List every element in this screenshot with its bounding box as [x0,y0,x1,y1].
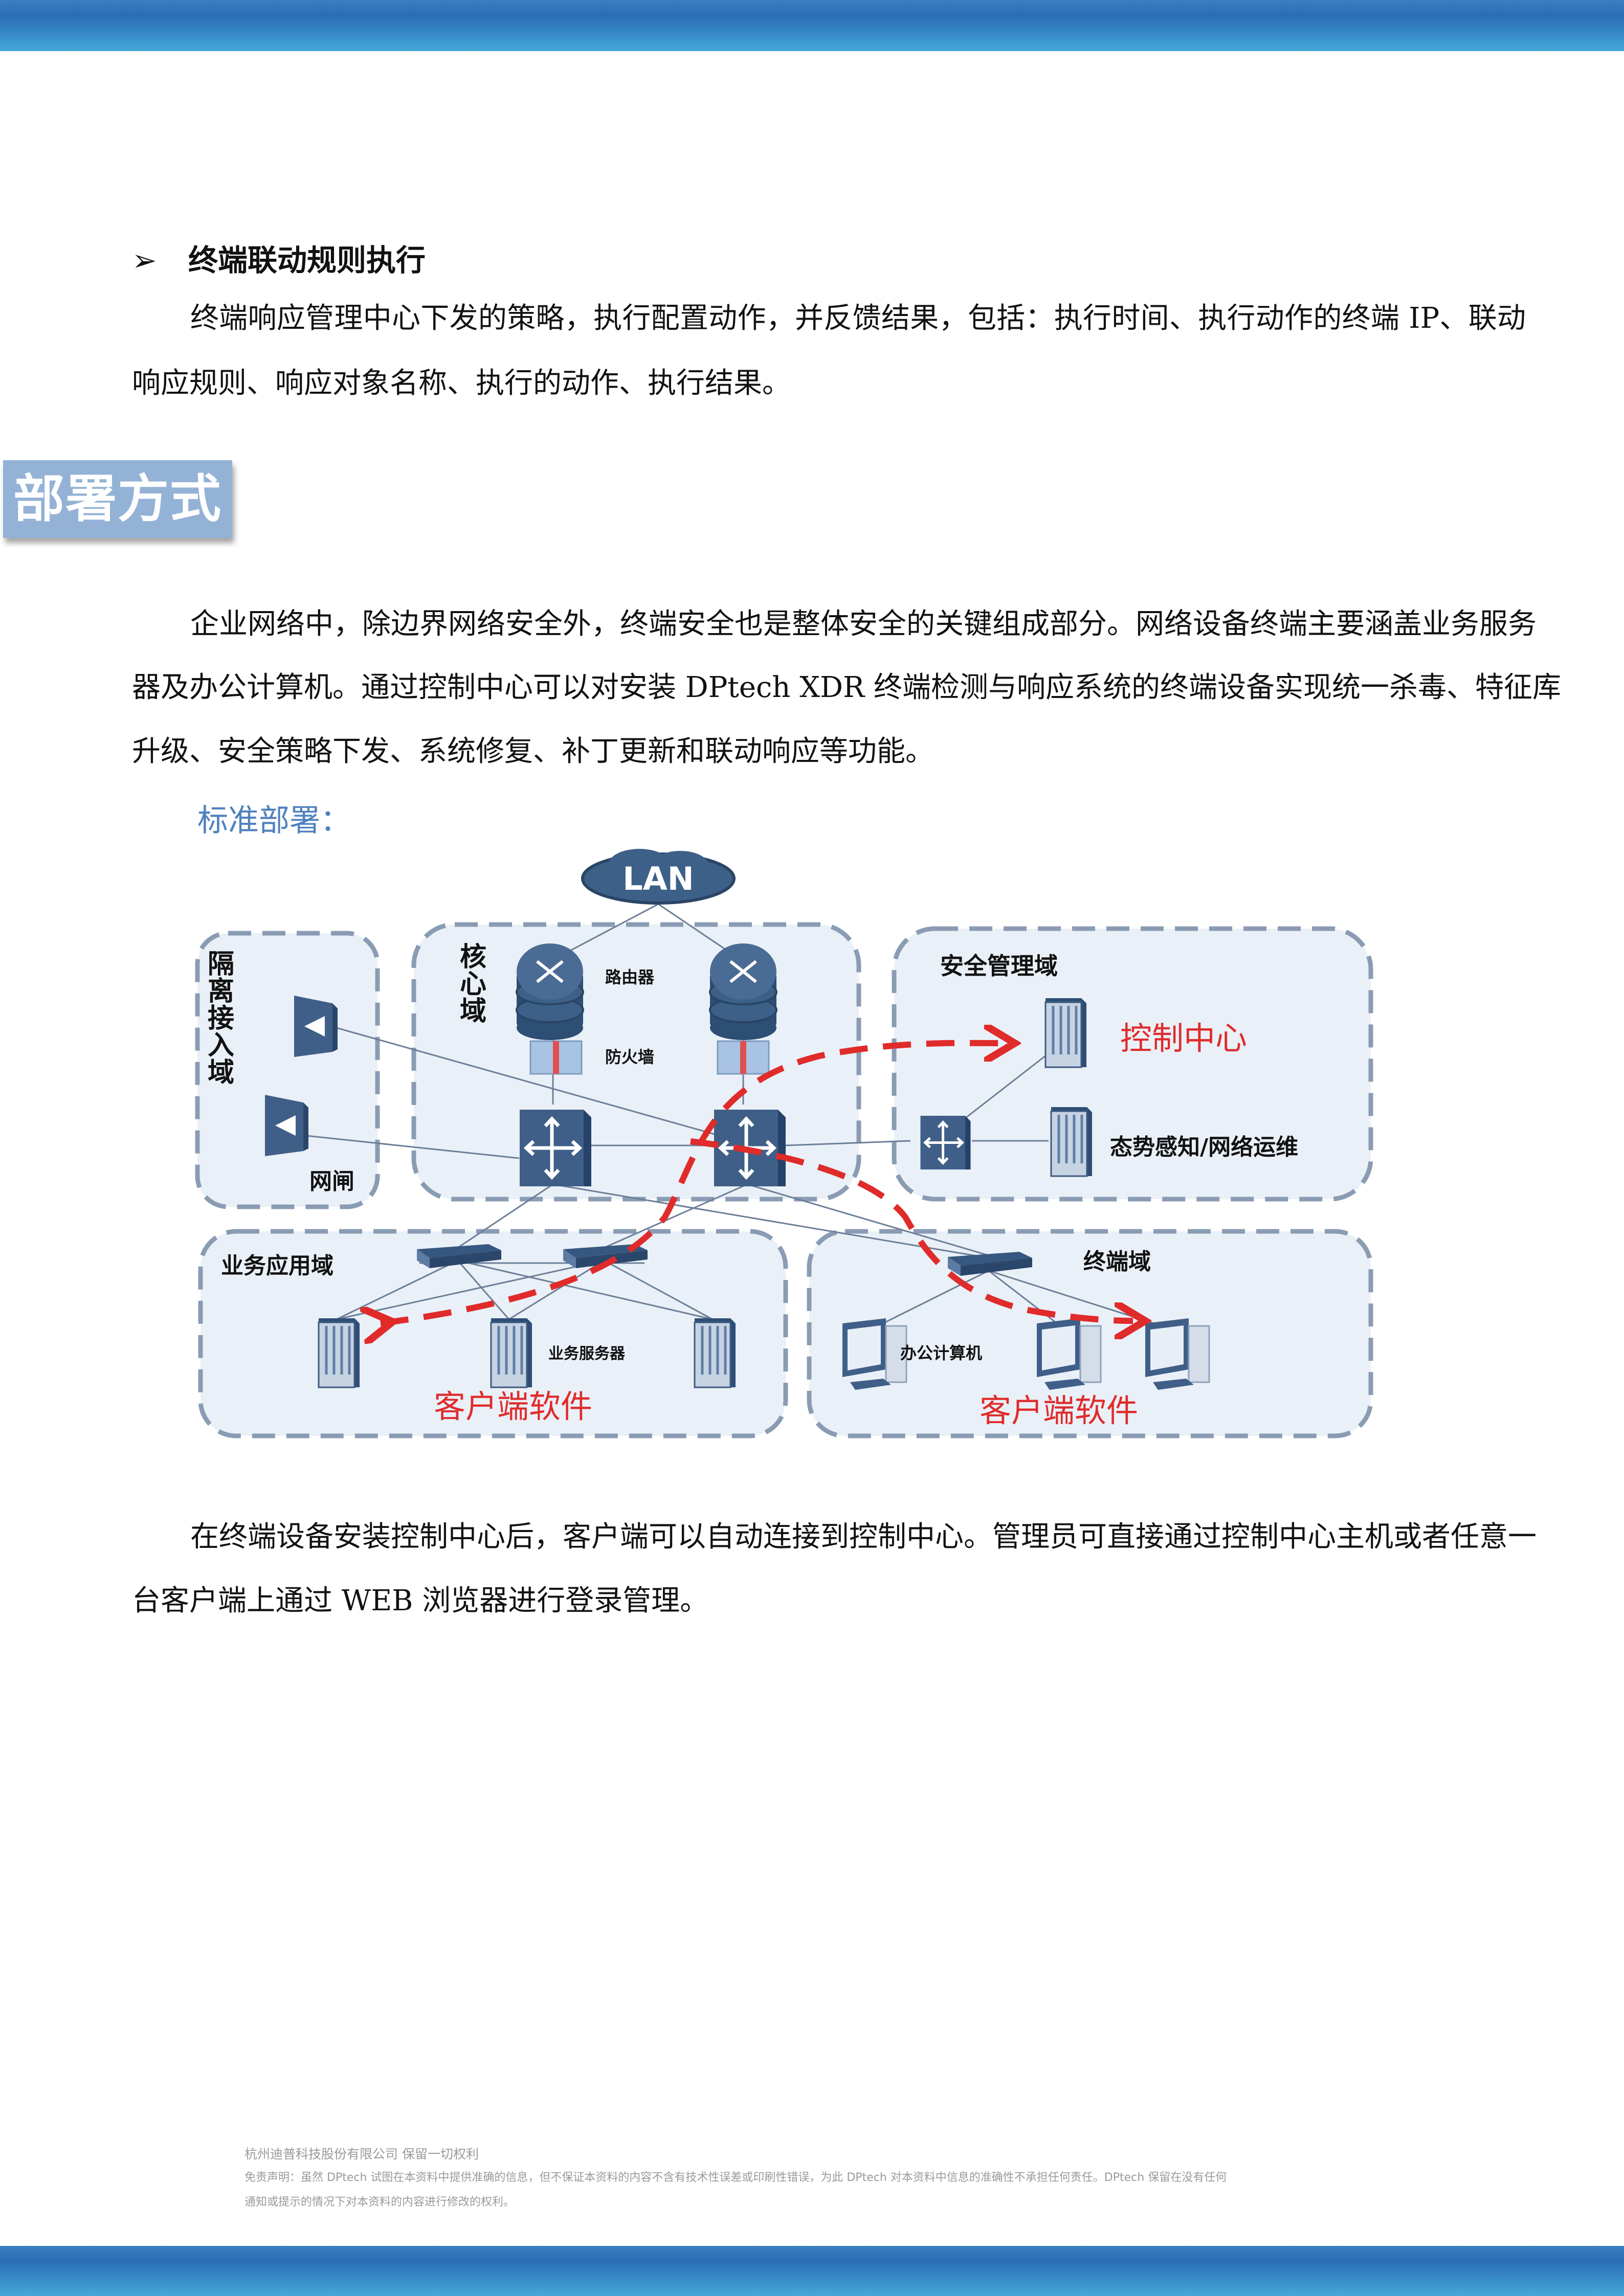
paragraph-line: 器及办公计算机。通过控制中心可以对安装 DPtech XDR 终端检测与响应系统… [132,671,1561,704]
gate-icon [294,996,338,1057]
section-title: 部署方式 [3,460,232,538]
router-icon [517,943,583,1040]
office-pc-label: 办公计算机 [900,1343,982,1363]
switch-icon [921,1116,971,1169]
paragraph-line: 企业网络中，除边界网络安全外，终端安全也是整体安全的关键组成部分。网络设备终端主… [190,607,1537,641]
router-icon [710,943,776,1040]
flow-arrow [381,1043,1003,1323]
firewall-icon [717,1040,770,1075]
gate-icon [265,1095,308,1156]
bullet-heading: ➢ 终端联动规则执行 [132,236,426,279]
business-server-label: 业务服务器 [548,1345,626,1363]
footer-copyright: 杭州迪普科技股份有限公司 保留一切权利 [244,2147,479,2162]
business-domain-label: 业务应用域 [221,1253,333,1279]
client-software-label: 客户端软件 [980,1392,1138,1429]
lan-label: LAN [622,860,694,897]
client-software-label: 客户端软件 [434,1388,592,1425]
isolation-domain-label: 隔离接入域 [207,949,234,1088]
security-domain-label: 安全管理域 [940,952,1058,980]
footer-bar [0,2246,1624,2296]
paragraph-line: 在终端设备安装控制中心后，客户端可以自动连接到控制中心。管理员可直接通过控制中心… [190,1520,1537,1554]
gate-label: 网闸 [309,1168,354,1195]
paragraph-line: 升级、安全策略下发、系统修复、补丁更新和联动响应等功能。 [132,735,934,768]
firewall-icon [529,1040,583,1075]
control-center-label: 控制中心 [1120,1020,1247,1057]
subheading: 标准部署： [197,803,351,839]
paragraph-line: 响应规则、响应对象名称、执行的动作、执行结果。 [132,367,791,400]
server-icon [319,1318,360,1387]
lan-cloud-icon: LAN [581,849,736,905]
arrow-bullet-icon: ➢ [132,243,157,278]
server-icon [491,1318,532,1387]
header-bar [0,0,1624,51]
paragraph-line: 台客户端上通过 WEB 浏览器进行登录管理。 [132,1584,709,1617]
firewall-label: 防火墙 [605,1047,654,1067]
core-switch-icon [520,1110,591,1186]
footer-disclaimer: 通知或提示的情况下对本资料的内容进行修改的权利。 [244,2196,515,2209]
core-domain-label: 核心域 [459,942,486,1027]
footer-disclaimer: 免责声明：虽然 DPtech 试图在本资料中提供准确的信息，但不保证本资料的内容… [244,2171,1227,2184]
server-icon [1051,1107,1092,1176]
ops-label: 态势感知/网络运维 [1110,1134,1298,1160]
paragraph-line: 终端响应管理中心下发的策略，执行配置动作，并反馈结果，包括：执行时间、执行动作的… [190,302,1526,335]
server-icon [1045,998,1086,1067]
flow-arrow [690,1138,1133,1321]
terminal-domain-label: 终端域 [1083,1249,1151,1275]
server-icon [695,1318,736,1387]
router-label: 路由器 [605,967,655,987]
bullet-title: 终端联动规则执行 [188,243,426,278]
